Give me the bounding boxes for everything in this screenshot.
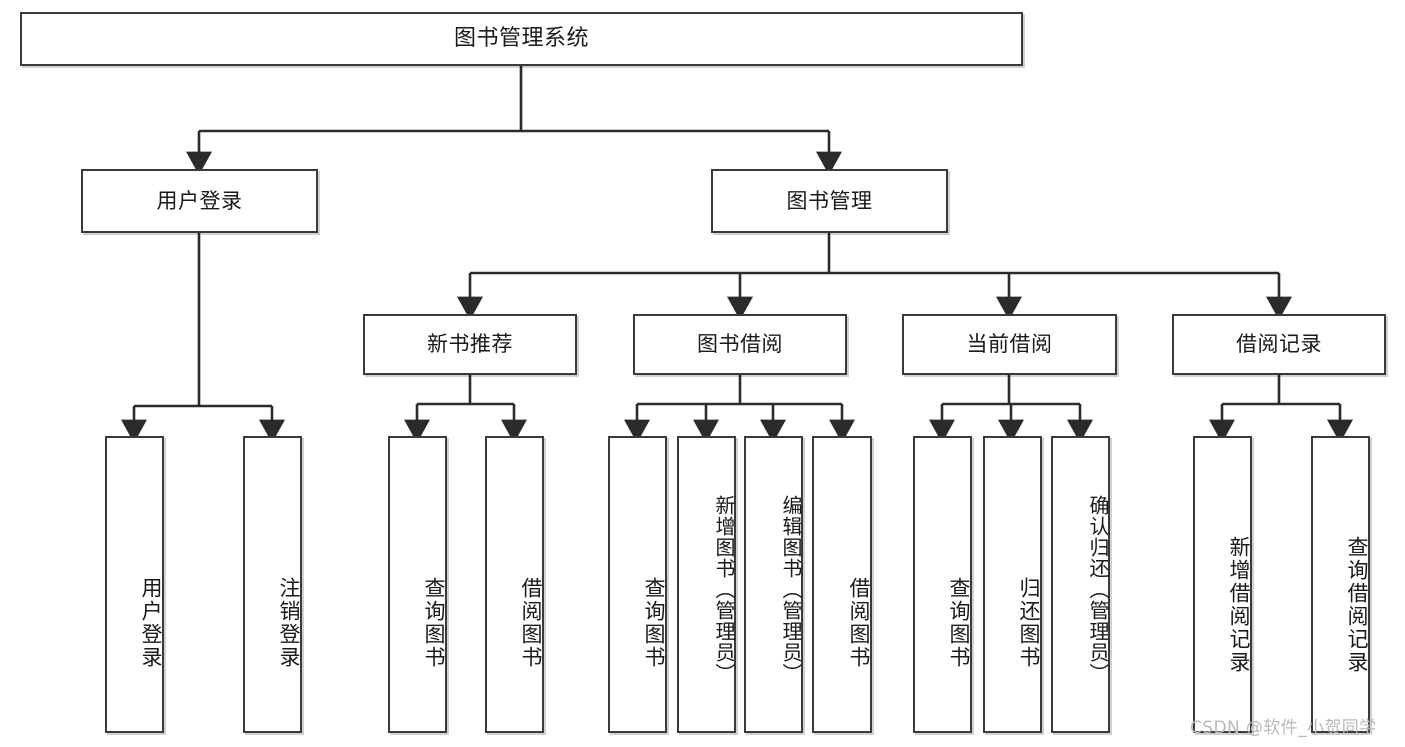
node-root-book-management-system[interactable]: 图书管理系统 (20, 12, 1023, 66)
node-label: 用户登录 (139, 576, 163, 669)
leaf-add-book-admin[interactable]: 新增图书（管理员） (677, 436, 736, 733)
node-label: 新增图书（管理员） (712, 495, 736, 684)
leaf-logout[interactable]: 注销登录 (243, 436, 302, 733)
node-label: 新书推荐 (427, 332, 513, 357)
node-label: 借阅记录 (1236, 332, 1322, 357)
leaf-confirm-return-admin[interactable]: 确认归还（管理员） (1051, 436, 1110, 733)
node-book-management[interactable]: 图书管理 (711, 169, 948, 233)
node-label: 注销登录 (277, 576, 301, 669)
leaf-query-book-under-current-borrowing[interactable]: 查询图书 (913, 436, 972, 733)
leaf-borrow-book-under-book-borrowing[interactable]: 借阅图书 (812, 436, 872, 733)
node-label: 查询借阅记录 (1345, 535, 1369, 674)
node-label: 图书借阅 (697, 332, 783, 357)
node-new-book-recommendation[interactable]: 新书推荐 (363, 314, 577, 375)
node-label: 图书管理 (786, 188, 873, 213)
node-label: 查询图书 (422, 576, 446, 669)
leaf-query-book-under-book-borrowing[interactable]: 查询图书 (608, 436, 667, 733)
leaf-user-login[interactable]: 用户登录 (105, 436, 164, 733)
node-label: 查询图书 (642, 576, 666, 669)
leaf-borrow-book-under-new-book-recommendation[interactable]: 借阅图书 (485, 436, 544, 733)
node-label: 新增借阅记录 (1227, 535, 1251, 674)
node-label: 借阅图书 (847, 576, 871, 669)
node-label: 图书管理系统 (453, 25, 589, 51)
leaf-query-borrowing-record[interactable]: 查询借阅记录 (1311, 436, 1370, 733)
leaf-edit-book-admin[interactable]: 编辑图书（管理员） (744, 436, 803, 733)
node-label: 当前借阅 (966, 332, 1053, 357)
node-label: 编辑图书（管理员） (779, 495, 803, 684)
node-label: 查询图书 (947, 576, 971, 669)
node-label: 用户登录 (156, 188, 243, 213)
node-borrowing-records[interactable]: 借阅记录 (1172, 314, 1386, 375)
node-book-borrowing[interactable]: 图书借阅 (633, 314, 847, 375)
node-label: 确认归还（管理员） (1086, 495, 1110, 684)
node-label: 归还图书 (1017, 576, 1041, 669)
leaf-return-book[interactable]: 归还图书 (983, 436, 1042, 733)
csdn-watermark: CSDN @软件_小贺同学 (1190, 718, 1377, 738)
node-user-login[interactable]: 用户登录 (81, 169, 318, 233)
node-current-borrowing[interactable]: 当前借阅 (902, 314, 1117, 375)
leaf-add-borrowing-record[interactable]: 新增借阅记录 (1193, 436, 1252, 733)
leaf-query-book-under-new-book-recommendation[interactable]: 查询图书 (388, 436, 447, 733)
node-label: 借阅图书 (519, 576, 543, 669)
